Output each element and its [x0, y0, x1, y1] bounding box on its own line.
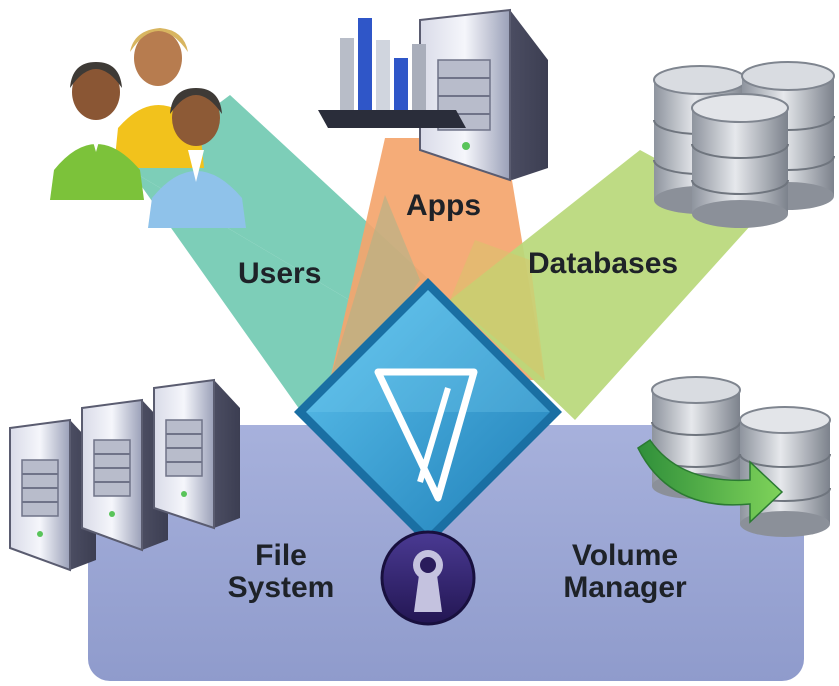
users-label: Users [238, 257, 322, 290]
volume-manager-label-line1: Volume [571, 539, 679, 572]
people-group-icon [50, 28, 246, 228]
users-beam-lower [130, 170, 400, 410]
database-stack-icon [653, 61, 835, 228]
volume-manager-label: Volume Manager [560, 539, 690, 605]
server-rack-icon [9, 378, 240, 572]
beam-overlap-left [330, 195, 420, 390]
file-system-label-line2: System [227, 571, 335, 605]
apps-label: Apps [406, 189, 481, 222]
v-logo-diamond-icon [294, 278, 562, 546]
file-system-label: File System [226, 539, 336, 605]
databases-label: Databases [528, 247, 679, 280]
beam-overlap-right [450, 240, 545, 380]
server-with-bar-chart-icon [318, 8, 548, 182]
volume-manager-label-line2: Manager [563, 571, 687, 605]
database-migration-icon [637, 376, 831, 537]
file-system-label-line1: File [255, 539, 307, 572]
keyhole-lock-icon [380, 530, 476, 626]
